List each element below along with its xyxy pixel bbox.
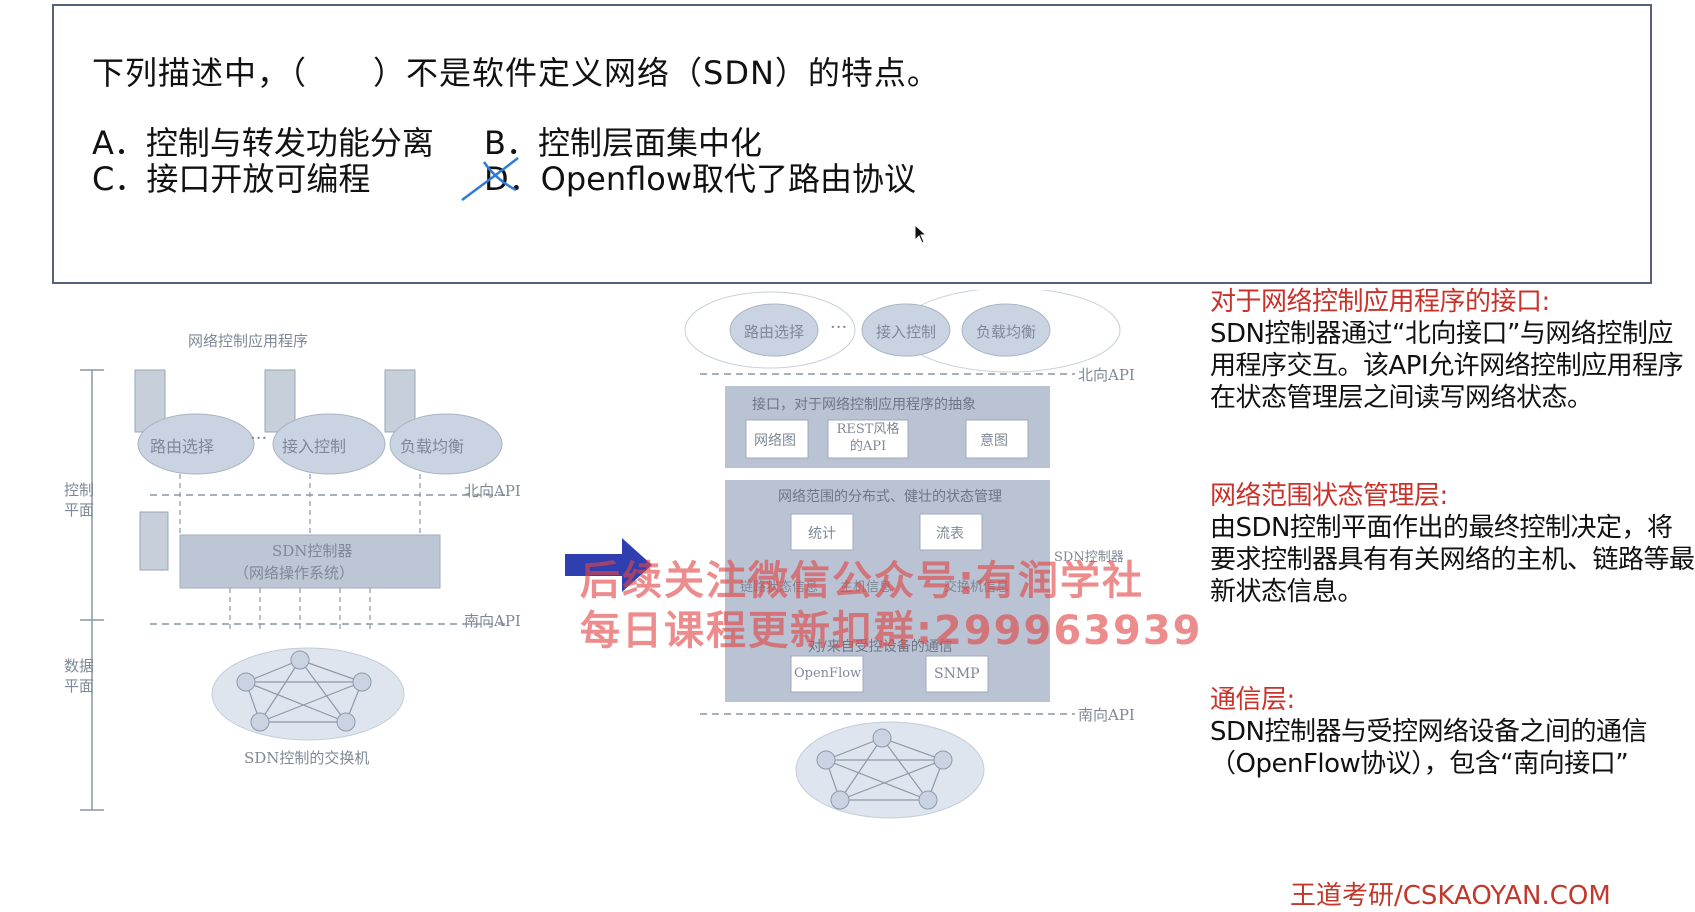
right-north-api: 北向API <box>1078 366 1135 384</box>
option-d-letter: D． <box>484 160 541 198</box>
explanation-state: 网络范围状态管理层: 由SDN控制平面作出的最终控制决定，将要求控制器具有有关网… <box>1210 480 1695 608</box>
left-app-1: 路由选择 <box>150 437 215 456</box>
comm-item-2: SNMP <box>934 666 980 682</box>
right-app-3: 负载均衡 <box>976 323 1037 341</box>
option-d-text: Openflow取代了路由协议 <box>540 160 917 198</box>
option-a: A．控制与转发功能分离 <box>92 124 434 162</box>
comm-item-1: OpenFlow <box>794 666 862 681</box>
watermark-line-2: 每日课程更新扣群:299963939 <box>580 608 1203 654</box>
option-d: D．Openflow取代了路由协议 <box>484 154 916 200</box>
apps-title: 网络控制应用程序 <box>188 332 309 350</box>
left-north-api: 北向API <box>464 482 521 500</box>
question-stem: 下列描述中，（ ）不是软件定义网络（SDN）的特点。 <box>92 54 940 92</box>
state-item-1: 统计 <box>808 526 836 542</box>
option-b: B．控制层面集中化 <box>484 124 762 162</box>
right-sdn-controller: SDN控制器 <box>1054 550 1124 565</box>
right-south-api: 南向API <box>1078 706 1135 724</box>
watermark-line-1: 后续关注微信公众号:有润学社 <box>580 558 1144 604</box>
explanation-interface-head: 对于网络控制应用程序的接口: <box>1210 287 1550 317</box>
state-item-4: 主机信息 <box>840 580 893 595</box>
left-app-3: 负载均衡 <box>400 437 465 456</box>
state-item-2: 流表 <box>936 526 964 542</box>
left-ellipsis: ··· <box>250 428 268 449</box>
left-south-api: 南向API <box>464 612 521 630</box>
state-item-3: 链路状态信息 <box>740 580 819 595</box>
right-ellipsis: ··· <box>830 317 848 338</box>
control-plane-label: 控制 平面 <box>64 481 95 519</box>
explanation-state-head: 网络范围状态管理层: <box>1210 481 1448 511</box>
comm-layer-title: 对/来自受控设备的通信 <box>808 639 953 655</box>
switch-caption: SDN控制的交换机 <box>244 749 370 767</box>
figure-graphics <box>80 290 1121 819</box>
brand-footer: 王道考研/CSKAOYAN.COM <box>1290 881 1611 911</box>
explanation-comm-body: SDN控制器与受控网络设备之间的通信（OpenFlow协议），包含“南向接口” <box>1210 717 1647 779</box>
interface-item-2: REST风格的API <box>836 422 900 454</box>
left-controller-sub: （网络操作系统） <box>234 564 355 582</box>
left-app-2: 接入控制 <box>282 437 347 456</box>
state-item-5: 交换机信息 <box>944 580 1010 595</box>
mouse-cursor-icon <box>914 224 928 244</box>
data-plane-label: 数据 平面 <box>64 657 95 695</box>
right-app-1: 路由选择 <box>744 323 805 341</box>
explanation-state-body: 由SDN控制平面作出的最终控制决定，将要求控制器具有有关网络的主机、链路等最新状… <box>1210 513 1695 607</box>
state-layer-title: 网络范围的分布式、健壮的状态管理 <box>778 489 1002 505</box>
interface-layer-title: 接口，对于网络控制应用程序的抽象 <box>752 397 976 413</box>
explanation-interface-body: SDN控制器通过“北向接口”与网络控制应用程序交互。该API允许网络控制应用程序… <box>1210 319 1684 413</box>
right-app-2: 接入控制 <box>876 323 937 341</box>
explanation-comm-head: 通信层: <box>1210 685 1295 715</box>
question-box: 下列描述中，（ ）不是软件定义网络（SDN）的特点。 A．控制与转发功能分离 B… <box>52 4 1652 284</box>
sdn-figure: 网络控制应用程序 路由选择 接入控制 负载均衡 ··· 控制 平面 数据 平面 … <box>50 290 1190 909</box>
interface-item-1: 网络图 <box>754 433 796 449</box>
explanation-interface: 对于网络控制应用程序的接口: SDN控制器通过“北向接口”与网络控制应用程序交互… <box>1210 286 1695 414</box>
cross-mark-icon <box>461 157 519 202</box>
option-c: C．接口开放可编程 <box>92 160 371 198</box>
interface-item-3: 意图 <box>980 433 1008 449</box>
explanation-comm: 通信层: SDN控制器与受控网络设备之间的通信（OpenFlow协议），包含“南… <box>1210 684 1695 780</box>
left-controller: SDN控制器 <box>272 542 353 560</box>
